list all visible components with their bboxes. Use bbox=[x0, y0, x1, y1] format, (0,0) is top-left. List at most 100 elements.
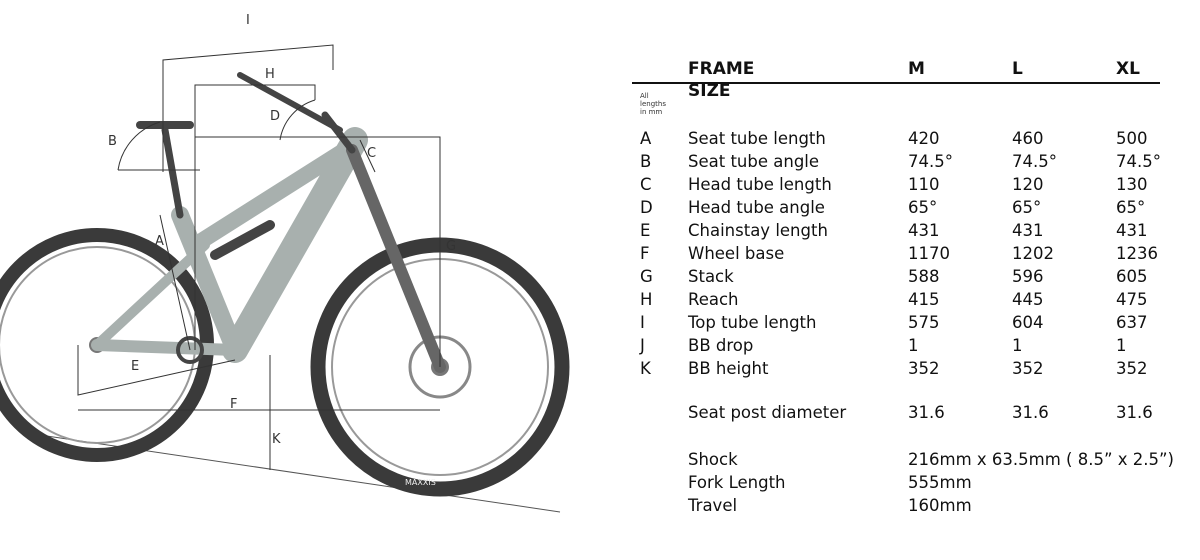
value-xl: 431 bbox=[1116, 221, 1148, 240]
value-l: 31.6 bbox=[1012, 403, 1049, 422]
table-row: C Head tube length 110 120 130 bbox=[0, 174, 1200, 196]
value-xl: 1 bbox=[1116, 336, 1127, 355]
value-xl: 130 bbox=[1116, 175, 1148, 194]
size-header-xl: XL bbox=[1116, 59, 1140, 79]
size-header-m: M bbox=[908, 59, 925, 79]
value-l: 352 bbox=[1012, 359, 1044, 378]
row-key: I bbox=[640, 313, 645, 332]
value-m: 431 bbox=[908, 221, 940, 240]
row-label: Stack bbox=[688, 267, 734, 286]
value-m: 1 bbox=[908, 336, 919, 355]
value-l: 1 bbox=[1012, 336, 1023, 355]
components bbox=[136, 72, 446, 373]
value-m: 415 bbox=[908, 290, 940, 309]
size-header-l: L bbox=[1012, 59, 1023, 79]
row-label: Wheel base bbox=[688, 244, 785, 263]
row-label: Seat post diameter bbox=[688, 403, 847, 422]
table-row: K BB height 352 352 352 bbox=[0, 358, 1200, 380]
spec-label: Fork Length bbox=[688, 473, 786, 492]
dimension-lines bbox=[77, 44, 441, 470]
dim-label-e: E bbox=[131, 359, 139, 374]
value-m: 31.6 bbox=[908, 403, 945, 422]
row-key: D bbox=[640, 198, 653, 217]
value-xl: 500 bbox=[1116, 129, 1148, 148]
bike-frame bbox=[91, 127, 368, 363]
value-m: 420 bbox=[908, 129, 940, 148]
value-m: 588 bbox=[908, 267, 940, 286]
table-row: H Reach 415 445 475 bbox=[0, 289, 1200, 311]
value-xl: 31.6 bbox=[1116, 403, 1153, 422]
value-xl: 637 bbox=[1116, 313, 1148, 332]
table-row: I Top tube length 575 604 637 bbox=[0, 312, 1200, 334]
bike-geometry-diagram: I H D B C A G E F K MAXXIS bbox=[0, 13, 570, 513]
spec-value: 216mm x 63.5mm ( 8.5” x 2.5”) bbox=[908, 450, 1174, 469]
spec-row: Travel 160mm bbox=[0, 495, 1200, 517]
value-m: 1170 bbox=[908, 244, 950, 263]
value-m: 110 bbox=[908, 175, 940, 194]
dim-label-f: F bbox=[230, 397, 237, 412]
dim-label-k: K bbox=[272, 432, 281, 447]
row-label: Seat tube length bbox=[688, 129, 826, 148]
row-label: BB drop bbox=[688, 336, 754, 355]
spec-row: Fork Length 555mm bbox=[0, 472, 1200, 494]
value-m: 65° bbox=[908, 198, 938, 217]
table-row: E Chainstay length 431 431 431 bbox=[0, 220, 1200, 242]
row-key: H bbox=[640, 290, 653, 309]
dim-label-i: I bbox=[246, 13, 250, 28]
table-row: A Seat tube length 420 460 500 bbox=[0, 128, 1200, 150]
value-l: 604 bbox=[1012, 313, 1044, 332]
row-label: Head tube length bbox=[688, 175, 832, 194]
dim-label-h: H bbox=[265, 67, 275, 82]
value-m: 575 bbox=[908, 313, 940, 332]
table-row: D Head tube angle 65° 65° 65° bbox=[0, 197, 1200, 219]
value-xl: 352 bbox=[1116, 359, 1148, 378]
dim-label-g: G bbox=[446, 239, 456, 254]
value-xl: 65° bbox=[1116, 198, 1146, 217]
row-key: K bbox=[640, 359, 651, 378]
row-label: Top tube length bbox=[688, 313, 817, 332]
row-key: C bbox=[640, 175, 652, 194]
value-l: 65° bbox=[1012, 198, 1042, 217]
value-xl: 605 bbox=[1116, 267, 1148, 286]
row-label: Chainstay length bbox=[688, 221, 828, 240]
units-note: All lengths in mm bbox=[640, 92, 666, 116]
dim-label-d: D bbox=[270, 109, 280, 124]
seatpost-row: Seat post diameter 31.6 31.6 31.6 bbox=[0, 402, 1200, 424]
table-row: B Seat tube angle 74.5° 74.5° 74.5° bbox=[0, 151, 1200, 173]
header-rule bbox=[632, 82, 1160, 84]
spec-value: 555mm bbox=[908, 473, 972, 492]
row-key: G bbox=[640, 267, 653, 286]
value-l: 74.5° bbox=[1012, 152, 1057, 171]
spec-label: Shock bbox=[688, 450, 738, 469]
value-l: 431 bbox=[1012, 221, 1044, 240]
value-l: 120 bbox=[1012, 175, 1044, 194]
table-row: G Stack 588 596 605 bbox=[0, 266, 1200, 288]
spec-label: Travel bbox=[688, 496, 738, 515]
row-label: Head tube angle bbox=[688, 198, 825, 217]
row-key: A bbox=[640, 129, 652, 148]
dim-label-c: C bbox=[367, 146, 376, 161]
value-m: 74.5° bbox=[908, 152, 953, 171]
row-key: E bbox=[640, 221, 651, 240]
spec-row: Shock 216mm x 63.5mm ( 8.5” x 2.5”) bbox=[0, 449, 1200, 471]
value-m: 352 bbox=[908, 359, 940, 378]
frame-size-header: FRAME SIZE bbox=[688, 59, 755, 101]
row-key: F bbox=[640, 244, 650, 263]
row-label: Seat tube angle bbox=[688, 152, 820, 171]
row-label: Reach bbox=[688, 290, 739, 309]
row-label: BB height bbox=[688, 359, 769, 378]
dim-label-a: A bbox=[155, 234, 164, 249]
tire-brand: MAXXIS bbox=[405, 478, 436, 487]
spec-value: 160mm bbox=[908, 496, 972, 515]
value-xl: 475 bbox=[1116, 290, 1148, 309]
value-xl: 74.5° bbox=[1116, 152, 1161, 171]
table-row: F Wheel base 1170 1202 1236 bbox=[0, 243, 1200, 265]
row-key: B bbox=[640, 152, 652, 171]
value-l: 460 bbox=[1012, 129, 1044, 148]
value-l: 596 bbox=[1012, 267, 1044, 286]
value-l: 1202 bbox=[1012, 244, 1054, 263]
value-xl: 1236 bbox=[1116, 244, 1158, 263]
value-l: 445 bbox=[1012, 290, 1044, 309]
dim-label-b: B bbox=[108, 134, 117, 149]
